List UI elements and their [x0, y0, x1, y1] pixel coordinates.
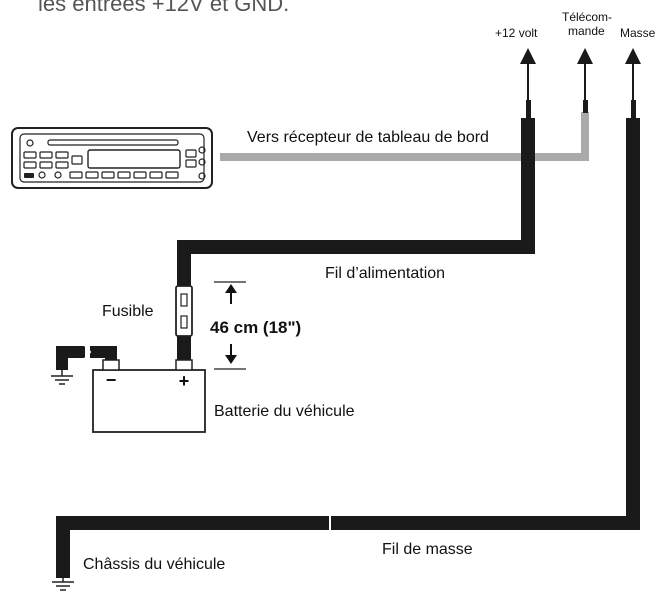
ground-wire-label: Fil de masse — [382, 541, 473, 558]
ground-wire — [56, 118, 640, 578]
head-unit-icon — [11, 127, 213, 189]
to-receiver-label: Vers récepteur de tableau de bord — [247, 129, 489, 146]
battery-ground-symbol-icon — [51, 370, 73, 385]
fuse-label: Fusible — [102, 303, 154, 320]
fuse-icon — [175, 285, 193, 337]
battery-label: Batterie du véhicule — [214, 403, 355, 420]
battery-positive-sign: + — [179, 371, 190, 391]
battery-icon — [92, 359, 206, 433]
terminal-label-ground: Masse — [620, 26, 656, 40]
plus12-arrow-icon — [520, 48, 536, 118]
battery-negative-sign: − — [106, 370, 117, 390]
battery-ground-lead — [56, 343, 117, 370]
power-wire-label: Fil d’alimentation — [325, 265, 446, 282]
chassis-ground-symbol-icon — [52, 578, 74, 591]
distance-label: 46 cm (18") — [210, 318, 302, 337]
remote-arrow-icon — [577, 48, 593, 113]
terminal-label-plus12: +12 volt — [495, 26, 538, 40]
ground-terminal-arrow-icon — [625, 48, 641, 118]
cropped-top-text: les entrées +12V et GND. — [38, 0, 290, 16]
terminal-label-remote-line2: mande — [568, 24, 605, 38]
distance-marker-icon — [214, 281, 246, 370]
remote-wire — [220, 112, 589, 161]
terminal-label-remote-line1: Télécom- — [562, 10, 613, 24]
chassis-label: Châssis du véhicule — [83, 556, 226, 573]
battery-positive-terminal: + — [179, 371, 190, 391]
battery-negative-terminal: − — [106, 370, 117, 390]
